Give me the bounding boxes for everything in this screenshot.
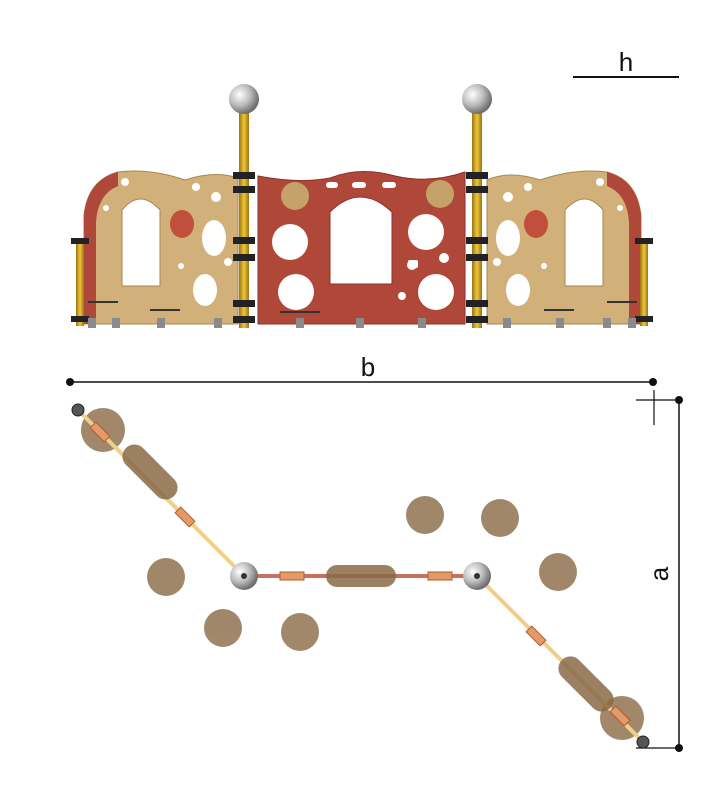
elevation-view: h (71, 47, 679, 328)
clamp-markers (89, 421, 631, 727)
clamp (71, 238, 89, 244)
ball-finial (462, 84, 492, 114)
center-red-panel (257, 170, 466, 325)
right-tan-panel (486, 170, 642, 325)
clamp (71, 316, 89, 322)
ground-feet (88, 318, 636, 328)
h-scale-bar: h (573, 47, 679, 78)
plan-view (71, 403, 650, 749)
bench-pads (122, 444, 614, 712)
ball-finial (229, 84, 259, 114)
end-post-cap (636, 735, 650, 749)
b-dimension-label: b (361, 352, 375, 382)
right-tall-post (462, 84, 492, 328)
left-end-post (76, 240, 84, 326)
end-post-cap (71, 403, 85, 417)
post-center-dot (241, 573, 247, 579)
right-end-post (640, 240, 648, 326)
a-dimension: a (636, 390, 683, 752)
a-dimension-label: a (644, 566, 674, 581)
footings (81, 408, 644, 740)
b-dimension: b (66, 352, 657, 386)
post-center-dot (474, 573, 480, 579)
clamp (635, 238, 653, 244)
left-tan-panel (83, 170, 239, 325)
h-dimension-label: h (619, 47, 633, 77)
left-tall-post (229, 84, 259, 328)
clamp (635, 316, 653, 322)
